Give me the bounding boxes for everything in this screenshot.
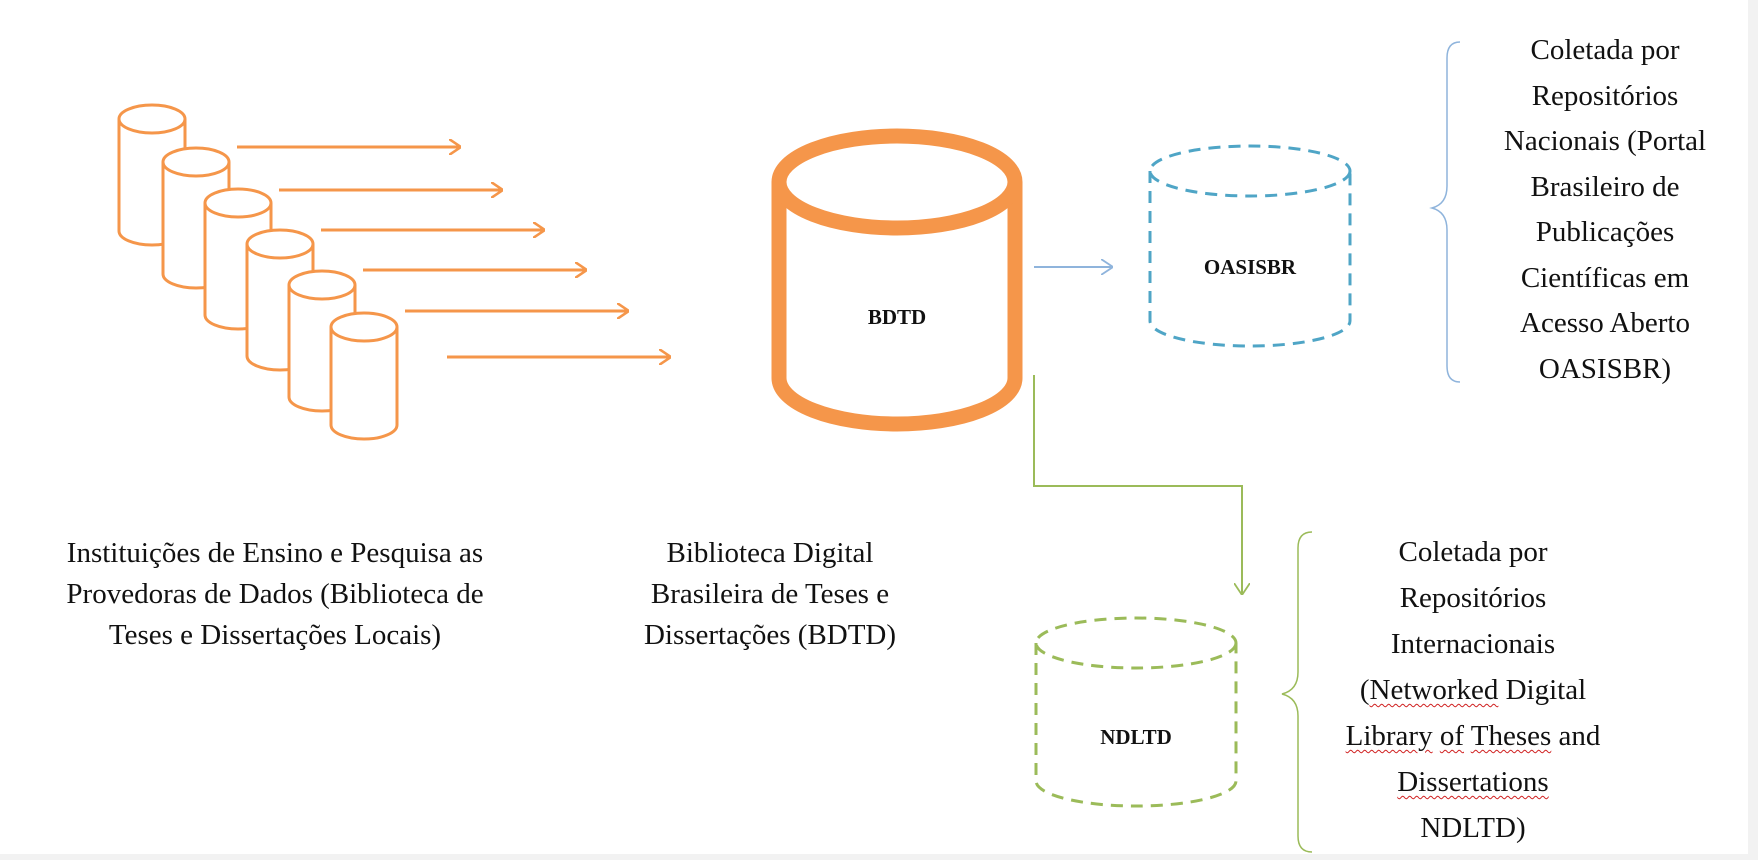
arrow-to-ndltd-icon [1033,375,1242,595]
source-arrows [237,147,671,357]
ndltd-label: NDLTD [1100,725,1172,749]
oasisbr-database [1148,144,1352,348]
institutions-caption: Instituições de Ensino e Pesquisa as Pro… [66,537,484,651]
bdtd-caption: Biblioteca Digital Brasileira de Teses e… [643,537,897,651]
oasisbr-brace [1429,41,1461,383]
oasisbr-caption: Coletada por Repositórios Nacionais (Por… [1503,34,1707,385]
ndltd-caption: Coletada por Repositórios Internacionais… [1345,536,1601,844]
source-databases [117,103,399,441]
source-db-icon [329,311,399,441]
bdtd-label: BDTD [868,305,926,329]
bdtd-database: BDTD [771,128,1023,432]
ndltd-database [1034,616,1238,808]
oasisbr-label: OASISBR [1204,255,1297,279]
ndltd-brace [1281,531,1313,853]
